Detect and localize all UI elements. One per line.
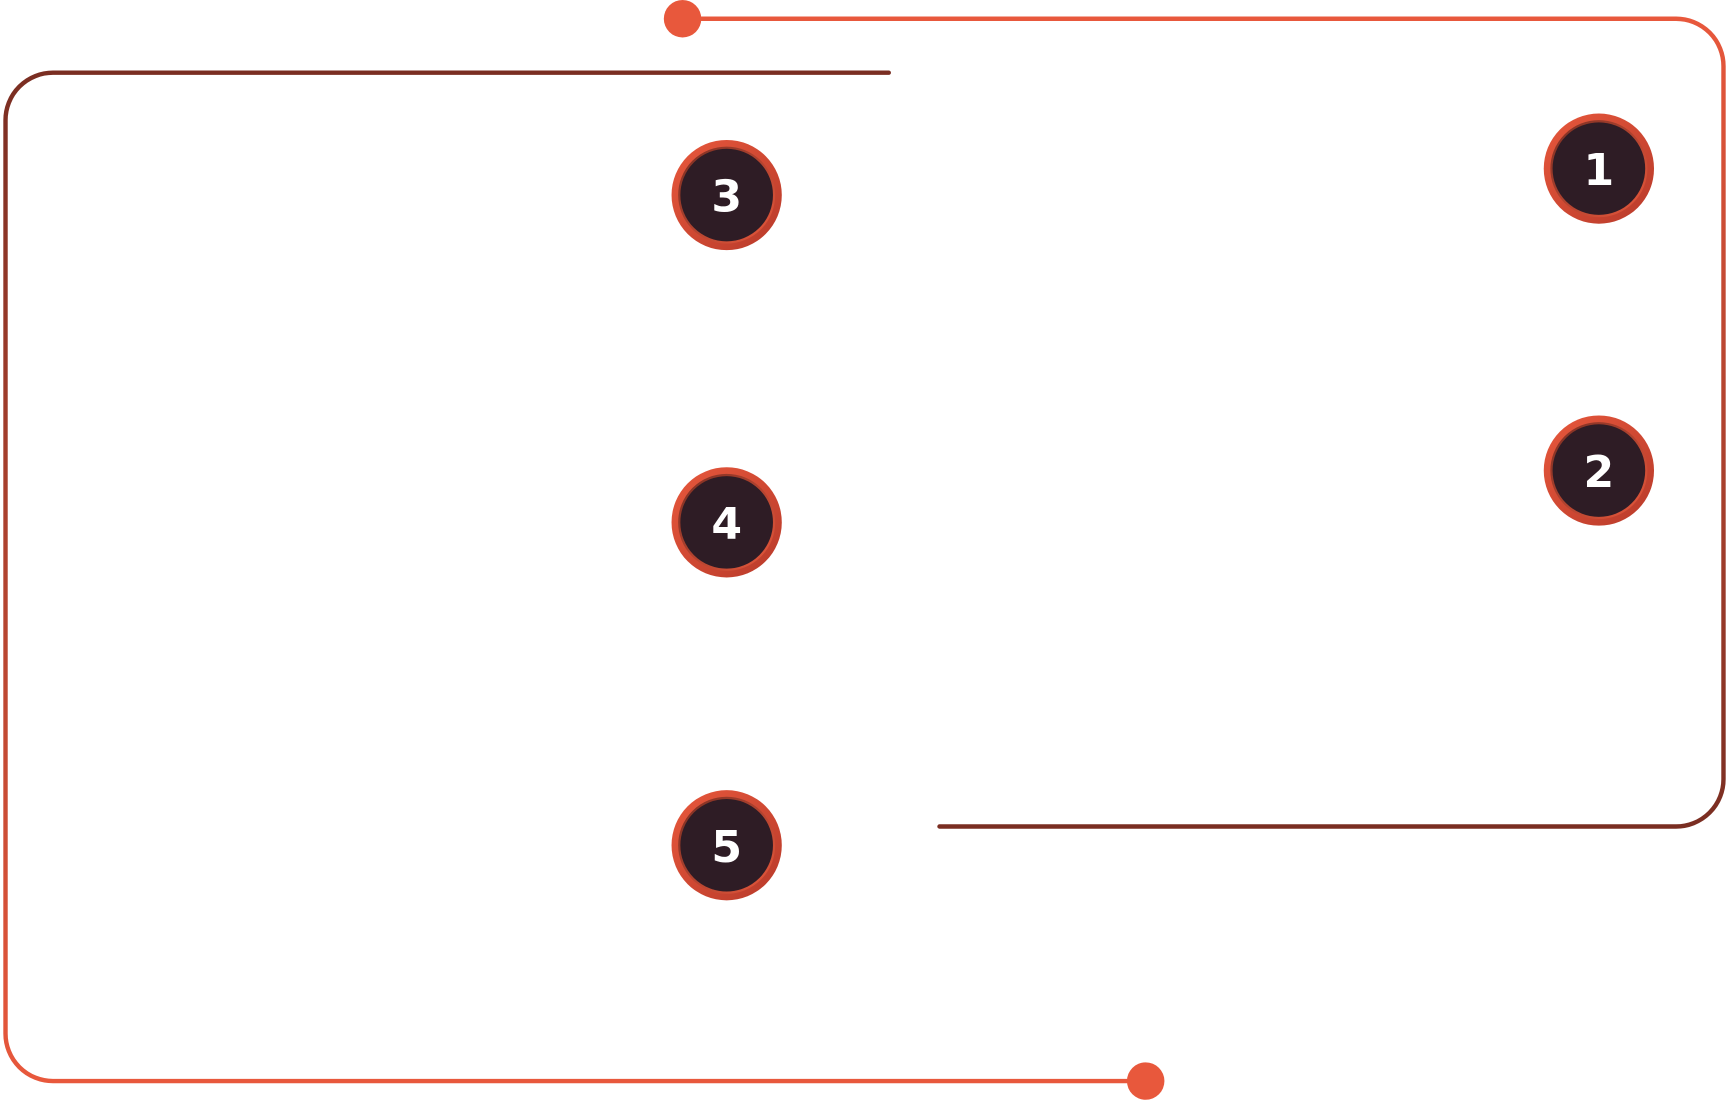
- step-marker-3: 3: [671, 139, 782, 251]
- step-marker-5: 5: [671, 790, 782, 901]
- step-number: 1: [1584, 145, 1615, 196]
- connector-line-left: [3, 70, 1148, 1084]
- step-marker-4: 4: [671, 467, 782, 578]
- step-marker-1: 1: [1543, 113, 1655, 224]
- step-number: 2: [1584, 447, 1615, 498]
- step-number: 5: [711, 822, 742, 873]
- step-marker-2: 2: [1543, 415, 1655, 526]
- step-number: 3: [711, 172, 742, 223]
- connector-line-right: [680, 16, 1726, 829]
- step-number: 4: [711, 499, 742, 550]
- start-dot: [663, 0, 702, 38]
- end-dot: [1126, 1062, 1165, 1100]
